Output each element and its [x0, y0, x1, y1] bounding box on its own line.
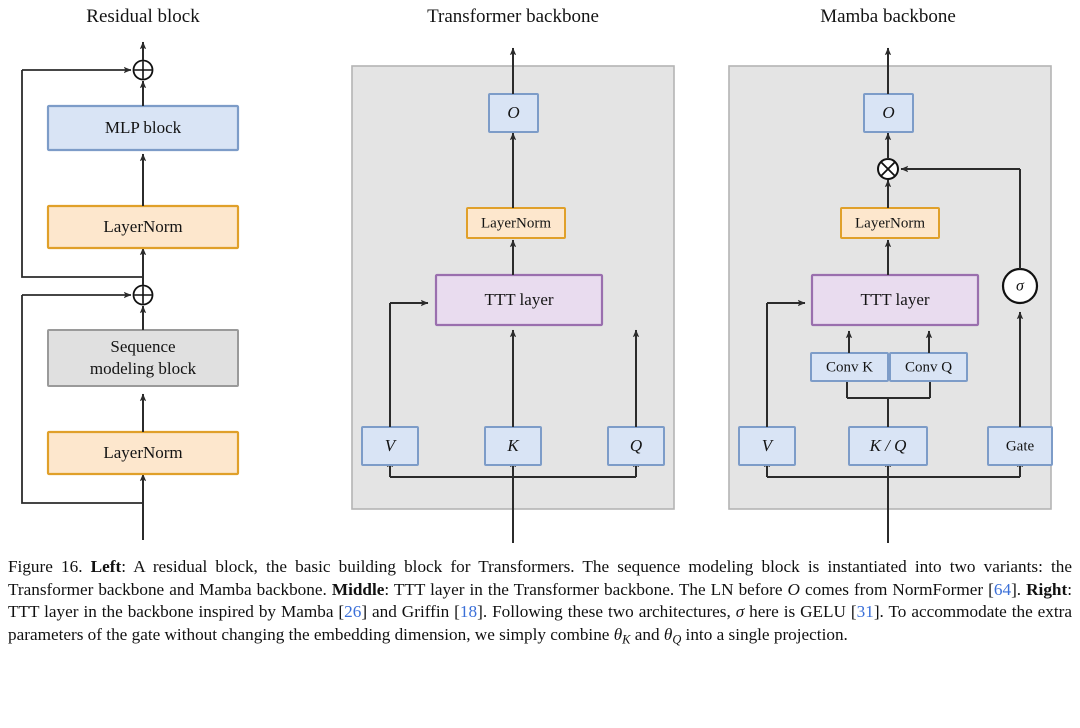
caption-segment-7: ]. — [1011, 579, 1027, 599]
node-conv-k: Conv K — [810, 352, 889, 382]
caption-citation[interactable]: 26 — [344, 602, 362, 622]
node-sigma-label: σ — [1016, 278, 1025, 295]
panel-residual-block: Residual block LayerNorm Se — [21, 6, 240, 540]
node-k-proj: K — [484, 426, 542, 466]
node-v-proj: V — [738, 426, 796, 466]
caption-subscript: Q — [672, 632, 682, 647]
node-sigma: σ — [1001, 267, 1039, 305]
caption-segment-3: : TTT layer in the Transformer backbone.… — [384, 579, 788, 599]
node-mamba-output-o-label: O — [882, 103, 894, 122]
node-k-proj-label: K — [506, 436, 520, 455]
caption-citation[interactable]: 18 — [459, 602, 478, 622]
panel-title-transformer-backbone: Transformer backbone — [427, 6, 599, 27]
panel-title-mamba-backbone: Mamba backbone — [820, 6, 956, 27]
node-conv-q-label: Conv Q — [905, 359, 952, 375]
caption-figure-number: Figure 16. — [8, 557, 91, 576]
node-output-o-label: O — [507, 103, 519, 122]
node-layernorm-top: LayerNorm — [46, 204, 240, 250]
panel-title-residual-block: Residual block — [86, 6, 200, 27]
node-layernorm-bottom-label: LayerNorm — [103, 443, 182, 462]
node-add-top — [132, 59, 154, 81]
caption-segment-4: O — [787, 579, 800, 599]
caption-segment-15: here is GELU [ — [744, 602, 857, 622]
node-ttt-layer-box — [434, 273, 604, 327]
node-sequence-modeling-block-line2: modeling block — [90, 359, 197, 378]
caption-segment-19: and — [630, 624, 664, 644]
node-mlp-block: MLP block — [46, 104, 240, 152]
node-mlp-block-label: MLP block — [105, 118, 182, 137]
figure-caption: Figure 16. Left: A residual block, the b… — [8, 556, 1072, 651]
caption-segment-18: θ — [613, 624, 623, 644]
node-layernorm-label: LayerNorm — [481, 215, 551, 231]
diagram-area: Residual block LayerNorm Se — [21, 6, 1053, 543]
node-multiply-slash2 — [880, 161, 896, 177]
node-mamba-ttt-layer-box — [810, 273, 980, 327]
caption-citation[interactable]: 64 — [993, 579, 1012, 599]
caption-segment-11: ] and Griffin [ — [361, 602, 460, 622]
node-layernorm-bottom: LayerNorm — [46, 430, 240, 476]
node-multiply — [877, 158, 899, 180]
node-mamba-layernorm-box — [840, 207, 940, 239]
node-layernorm-box — [466, 207, 566, 239]
node-kq-proj-label: K / Q — [869, 436, 907, 455]
node-conv-k-label: Conv K — [826, 359, 873, 375]
caption-segment-9: : TTT layer in the backbone inspired by … — [8, 579, 1072, 622]
wire-skip-top — [21, 70, 143, 278]
caption-segment-21: into a single projection. — [681, 624, 848, 644]
caption-segment-8: Right — [1026, 579, 1068, 599]
node-output-o: O — [488, 93, 539, 133]
caption-segment-13: ]. Following these two architectures, — [477, 602, 736, 622]
node-ttt-layer-label: TTT layer — [484, 290, 553, 309]
node-gate-proj-label: Gate — [1006, 438, 1035, 454]
panel-transformer-backbone: Transformer backbone V — [351, 6, 675, 543]
caption-segment-2: Middle — [331, 579, 385, 599]
node-gate-proj: Gate — [987, 426, 1053, 466]
node-mamba-ttt-layer: TTT layer — [810, 273, 980, 327]
node-sequence-modeling-block: Sequence modeling block — [47, 329, 239, 387]
node-q-proj-label: Q — [630, 436, 642, 455]
caption-subscript: K — [622, 632, 631, 647]
node-mamba-output-o: O — [863, 93, 914, 133]
caption-segment-0: Left — [90, 557, 122, 576]
node-kq-proj: K / Q — [848, 426, 928, 466]
node-layernorm: LayerNorm — [466, 207, 566, 239]
wire-skip-bottom — [21, 295, 143, 504]
caption-segment-20: θ — [663, 624, 673, 644]
node-ttt-layer: TTT layer — [434, 273, 604, 327]
node-v-proj-label: V — [385, 436, 398, 455]
node-mamba-ttt-layer-label: TTT layer — [860, 290, 929, 309]
node-mamba-layernorm: LayerNorm — [840, 207, 940, 239]
caption-segment-5: comes from NormFormer [ — [799, 579, 994, 599]
caption-segment-1: : A residual block, the basic building b… — [8, 557, 1072, 599]
caption-segment-14: σ — [735, 602, 745, 622]
node-mamba-v-proj-label: V — [762, 436, 775, 455]
node-conv-q: Conv Q — [889, 352, 968, 382]
node-v-proj: V — [361, 426, 419, 466]
node-sequence-modeling-block-line1: Sequence — [110, 337, 175, 356]
caption-segment-17: ]. To accommodate the extra parameters o… — [8, 602, 1073, 644]
node-add-bottom — [132, 284, 154, 306]
node-q-proj: Q — [607, 426, 665, 466]
node-mamba-layernorm-label: LayerNorm — [855, 215, 925, 231]
node-layernorm-top-label: LayerNorm — [103, 217, 182, 236]
caption-citation[interactable]: 31 — [856, 602, 874, 622]
panel-mamba-backbone: Mamba backbone V K / Q — [728, 6, 1053, 543]
